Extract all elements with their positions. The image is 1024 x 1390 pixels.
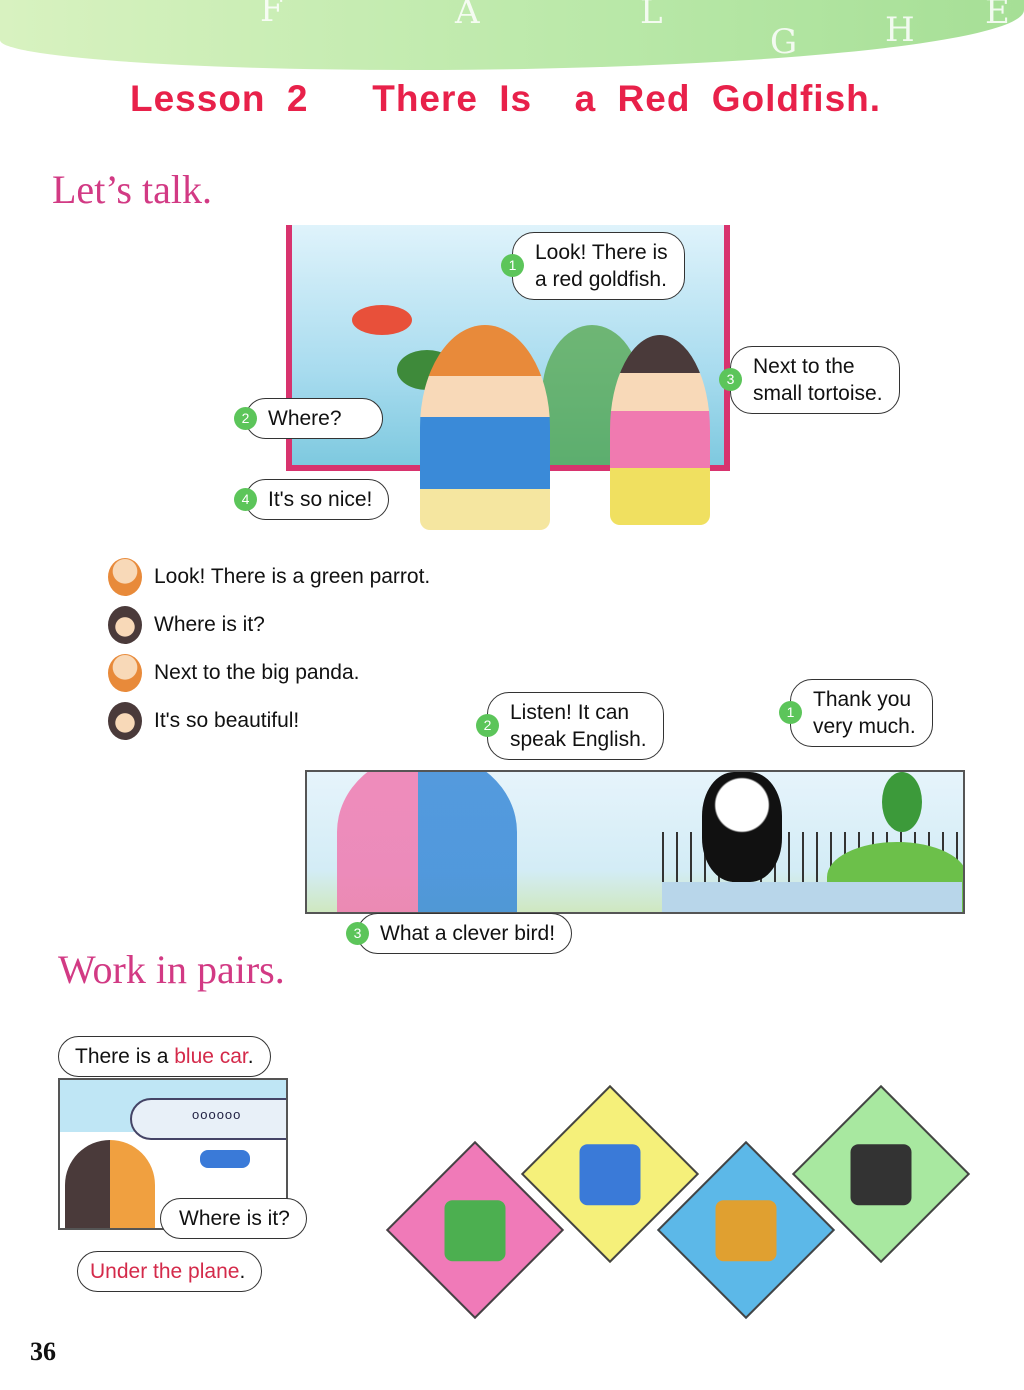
girl-illustration bbox=[610, 335, 710, 525]
girl-face-icon bbox=[108, 606, 142, 644]
boat-illustration bbox=[715, 1199, 777, 1261]
dialogue-line: It's so beautiful! bbox=[108, 702, 299, 740]
girl-face-icon bbox=[108, 702, 142, 740]
plane-body: oooooo bbox=[130, 1098, 286, 1140]
speech-bubble-there-is: There is a blue car. bbox=[58, 1036, 271, 1077]
banner-letter: F bbox=[260, 0, 284, 30]
speech-bubble-under: Under the plane. bbox=[77, 1251, 263, 1292]
bubble-text: What a clever bird! bbox=[380, 922, 556, 945]
dialogue-text: Where is it? bbox=[154, 613, 265, 636]
dialogue-text: Look! There is a green parrot. bbox=[154, 565, 431, 588]
wall-illustration bbox=[662, 882, 962, 912]
boy-face-icon bbox=[108, 558, 142, 596]
speech-bubble-2: 2 Where? bbox=[234, 398, 383, 439]
bubble-text: There is a bbox=[75, 1045, 175, 1068]
dialogue-line: Where is it? bbox=[108, 606, 265, 644]
bubble-text: Where? bbox=[268, 407, 342, 430]
speech-bubble-1: 1 Look! There is a red goldfish. bbox=[501, 232, 685, 300]
dialogue-text: Next to the big panda. bbox=[154, 661, 360, 684]
kids-illustration bbox=[65, 1140, 155, 1228]
car-illustration bbox=[579, 1143, 641, 1205]
speech-bubble-3: 3 Next to the small tortoise. bbox=[719, 346, 900, 414]
speech-bubble-4: 4 It's so nice! bbox=[234, 479, 390, 520]
bubble-text: Listen! It can speak English. bbox=[510, 701, 647, 751]
dialogue-line: Look! There is a green parrot. bbox=[108, 558, 430, 596]
number-badge: 4 bbox=[234, 487, 257, 511]
section-heading-talk: Let’s talk. bbox=[52, 167, 212, 212]
section-heading-pairs: Work in pairs. bbox=[58, 947, 285, 992]
train-illustration bbox=[850, 1143, 912, 1205]
zoo-illustration bbox=[305, 770, 965, 914]
dialogue-line: Next to the big panda. bbox=[108, 654, 359, 692]
banner-letter: H bbox=[885, 10, 915, 50]
boy-face-icon bbox=[108, 654, 142, 692]
parrot-illustration bbox=[882, 772, 922, 832]
banner-letter: L bbox=[640, 0, 663, 32]
banner-letter: A bbox=[455, 0, 480, 32]
number-badge: 3 bbox=[719, 368, 742, 391]
blue-car-illustration bbox=[200, 1150, 250, 1168]
banner-letter: G bbox=[770, 22, 798, 62]
highlighted-text: Under the plane bbox=[90, 1260, 240, 1283]
boy-illustration bbox=[420, 325, 550, 530]
page-number: 36 bbox=[30, 1337, 56, 1366]
bubble-text: Thank you very much. bbox=[813, 688, 916, 738]
number-badge: 3 bbox=[346, 921, 369, 945]
number-badge: 2 bbox=[476, 714, 499, 737]
number-badge: 2 bbox=[234, 406, 257, 430]
header-banner: F A L G H E bbox=[0, 0, 1024, 70]
highlighted-text: blue car bbox=[174, 1045, 248, 1068]
bus-illustration bbox=[444, 1199, 506, 1261]
kids-illustration bbox=[337, 772, 517, 912]
bubble-text: Look! There is a red goldfish. bbox=[535, 241, 668, 291]
number-badge: 1 bbox=[779, 701, 802, 724]
speech-bubble-where: Where is it? bbox=[160, 1198, 307, 1239]
number-badge: 1 bbox=[501, 254, 524, 277]
bubble-text: . bbox=[247, 1045, 254, 1068]
banner-letter: E bbox=[985, 0, 1010, 32]
speech-bubble-1: 1 Thank you very much. bbox=[779, 679, 933, 747]
goldfish-illustration bbox=[352, 305, 412, 335]
dialogue-text: It's so beautiful! bbox=[154, 709, 300, 732]
bubble-text: Where is it? bbox=[179, 1207, 290, 1230]
bubble-text: Next to the small tortoise. bbox=[753, 355, 883, 405]
speech-bubble-2: 2 Listen! It can speak English. bbox=[476, 692, 664, 760]
panda-illustration bbox=[702, 772, 782, 882]
bubble-text: It's so nice! bbox=[268, 488, 373, 511]
bubble-text: . bbox=[239, 1260, 246, 1283]
lesson-title: Lesson 2 There Is a Red Goldfish. bbox=[130, 78, 882, 119]
speech-bubble-3: 3 What a clever bird! bbox=[346, 913, 573, 954]
